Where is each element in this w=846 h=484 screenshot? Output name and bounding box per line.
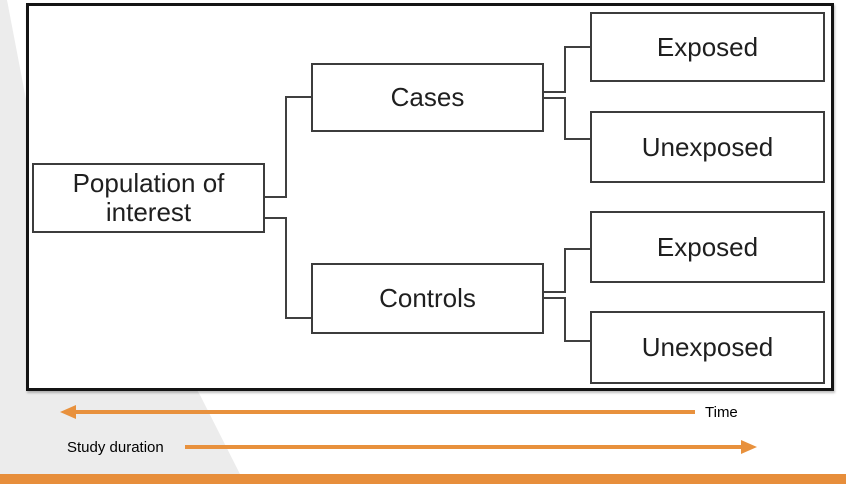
- connector-cases-exposed: [564, 46, 566, 93]
- study-duration-arrowhead-icon: [741, 440, 757, 454]
- connector-population-cases: [285, 96, 287, 198]
- controls-label: Controls: [379, 283, 476, 313]
- cases-unexposed-box: Unexposed: [590, 111, 825, 183]
- connector-controls-exposed: [564, 248, 566, 293]
- time-label: Time: [705, 404, 738, 421]
- cases-exposed-label: Exposed: [656, 31, 759, 62]
- controls-box: Controls: [311, 263, 544, 334]
- connector-population-controls: [265, 217, 287, 219]
- connector-cases-unexposed: [544, 97, 566, 99]
- time-arrow: [74, 410, 695, 414]
- footer-accent-bar: [0, 474, 846, 484]
- connector-controls-unexposed: [564, 297, 566, 342]
- study-duration-arrow: [185, 445, 742, 449]
- connector-cases-exposed: [564, 46, 590, 48]
- connector-controls-unexposed: [544, 297, 566, 299]
- connector-population-controls: [285, 317, 311, 319]
- controls-exposed-label: Exposed: [656, 231, 759, 262]
- connector-controls-unexposed: [564, 340, 590, 342]
- connector-population-controls: [285, 217, 287, 319]
- cases-unexposed-label: Unexposed: [641, 131, 774, 162]
- cases-exposed-box: Exposed: [590, 12, 825, 82]
- controls-unexposed-box: Unexposed: [590, 311, 825, 384]
- controls-exposed-box: Exposed: [590, 211, 825, 283]
- connector-population-cases: [285, 96, 311, 98]
- connector-controls-exposed: [544, 291, 566, 293]
- population-of-interest-label: Population of interest: [72, 168, 225, 227]
- controls-unexposed-label: Unexposed: [641, 332, 774, 362]
- connector-cases-unexposed: [564, 97, 566, 140]
- cases-label: Cases: [390, 82, 465, 112]
- connector-population-cases: [265, 196, 287, 198]
- study-duration-label: Study duration: [67, 439, 164, 456]
- time-arrowhead-icon: [60, 405, 76, 419]
- cases-box: Cases: [311, 63, 544, 132]
- population-of-interest-box: Population of interest: [32, 163, 265, 233]
- connector-controls-exposed: [564, 248, 590, 250]
- connector-cases-unexposed: [564, 138, 590, 140]
- connector-cases-exposed: [544, 91, 566, 93]
